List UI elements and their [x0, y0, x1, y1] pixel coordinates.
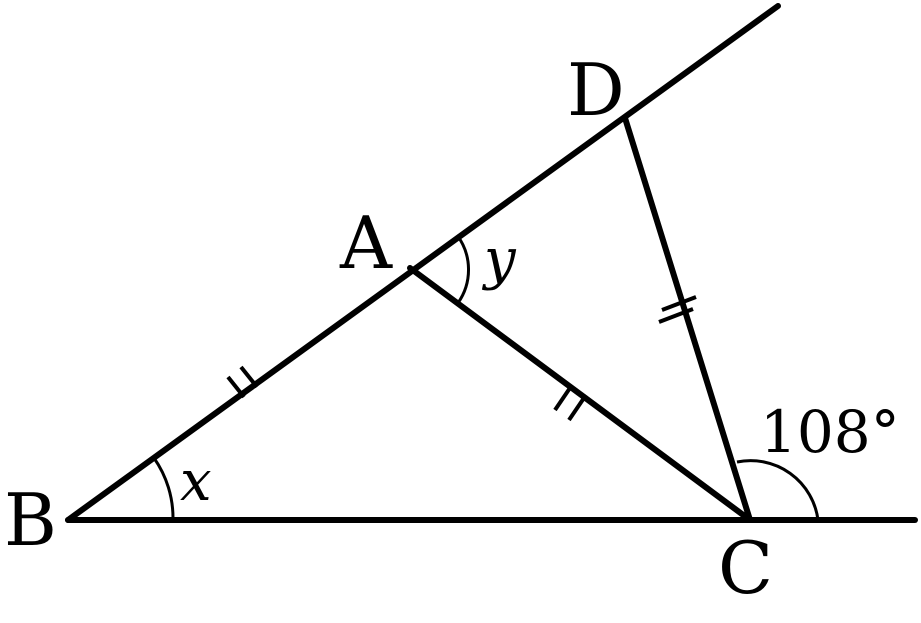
angle-arc-108: [736, 459, 820, 521]
point-label-c: C: [718, 526, 773, 610]
segment-dc: [622, 115, 753, 523]
tick-mark-ba: [226, 365, 259, 399]
angle-label-108: 108°: [760, 398, 900, 466]
point-label-a: A: [339, 201, 393, 285]
segment-ac: [407, 265, 753, 523]
angle-label-x: x: [180, 449, 212, 514]
angle-arc-x: [152, 457, 175, 521]
angle-label-y: y: [481, 227, 517, 292]
line-bad: [65, 3, 781, 523]
tick-mark-dc: [658, 295, 697, 324]
tick-mark-ac: [553, 383, 588, 422]
point-label-b: B: [4, 478, 57, 562]
point-label-d: D: [567, 48, 625, 132]
angle-arc-y: [455, 234, 471, 304]
